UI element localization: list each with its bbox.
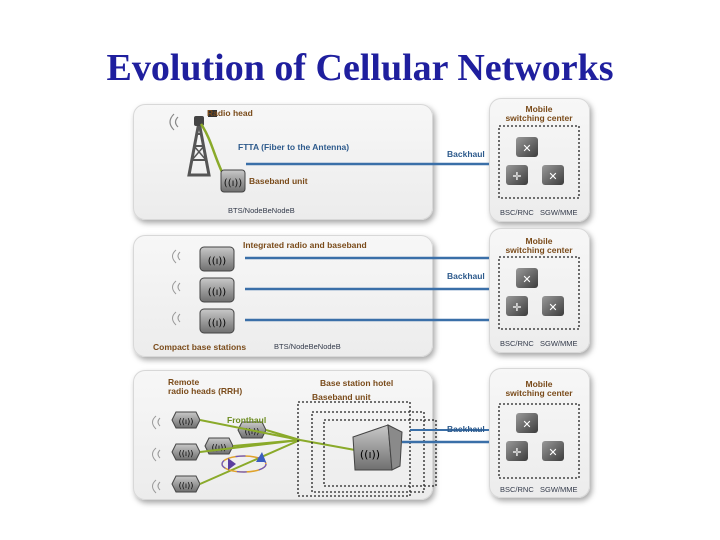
rrh-icon: ((ı)) <box>171 443 201 461</box>
sgw-label: SGW/MME <box>540 208 578 217</box>
svg-text:✕: ✕ <box>522 418 531 431</box>
backhaul-label: Backhaul <box>447 271 485 281</box>
bsc-label: BSC/RNC <box>500 339 534 348</box>
msc-label-line2: switching center <box>505 113 573 124</box>
svg-text:✛: ✛ <box>512 446 521 459</box>
row1-switch-icons: ✕ ✛ ✕ <box>506 137 564 185</box>
compact-label: Compact base stations <box>153 342 247 352</box>
msc-label: Mobile switching center <box>499 104 579 124</box>
rrh-label: Remote radio heads (RRH) <box>168 377 243 397</box>
svg-text:✕: ✕ <box>548 170 557 183</box>
hotel-boundary <box>297 401 411 497</box>
baseband-hotel-icon: ((ı)) <box>352 424 403 471</box>
slide-title: Evolution of Cellular Networks <box>106 47 614 89</box>
fronthaul-links <box>199 419 356 485</box>
msc-label-line1: Mobile <box>525 236 553 246</box>
msc-label-line1: Mobile <box>525 104 553 114</box>
msc-label: Mobile switching center <box>499 236 579 256</box>
svg-text:((ı)): ((ı)) <box>179 481 194 490</box>
svg-text:((ı)): ((ı)) <box>224 178 242 189</box>
rrh-label-line2: radio heads (RRH) <box>168 386 243 397</box>
rrh-icon: ((ı)) <box>171 411 201 429</box>
row2-panel <box>133 235 433 357</box>
svg-text:((ı)): ((ı)) <box>208 256 226 267</box>
compact-base-station-icon: ((ı)) <box>199 308 235 334</box>
svg-text:✕: ✕ <box>548 301 557 314</box>
bts-label: BTS/NodeBeNodeB <box>228 206 295 215</box>
row1-panel <box>133 104 433 220</box>
svg-text:✕: ✕ <box>522 142 531 155</box>
svg-text:((ı)): ((ı)) <box>245 427 260 436</box>
compact-base-stations: ((ı)) ((ı)) ((ı)) <box>172 246 235 334</box>
svg-text:((ı)): ((ı)) <box>208 318 226 329</box>
svg-text:((ı)): ((ı)) <box>179 449 194 458</box>
sgw-label: SGW/MME <box>540 339 578 348</box>
row3-switch-icons: ✕ ✛ ✕ <box>506 413 564 461</box>
bsc-label: BSC/RNC <box>500 485 534 494</box>
baseband-unit-label: Baseband unit <box>312 392 371 402</box>
svg-text:((ı)): ((ı)) <box>179 417 194 426</box>
svg-text:✛: ✛ <box>512 301 521 314</box>
svg-text:✛: ✛ <box>512 170 521 183</box>
sgw-label: SGW/MME <box>540 485 578 494</box>
bts-label: BTS/NodeBeNodeB <box>274 342 341 351</box>
svg-text:✕: ✕ <box>522 273 531 286</box>
svg-text:((ı)): ((ı)) <box>212 443 227 452</box>
compact-base-station-icon: ((ı)) <box>199 277 235 303</box>
rrh-icon: ((ı)) <box>171 475 201 493</box>
row3-msc-panel <box>489 368 590 498</box>
hotel-boundary <box>323 419 437 487</box>
row1-msc-panel <box>489 98 590 222</box>
msc-label-line2: switching center <box>505 388 573 399</box>
row3-core-boundary <box>498 403 580 479</box>
row2-core-boundary <box>498 256 580 330</box>
svg-text:✕: ✕ <box>548 446 557 459</box>
row2-msc-panel <box>489 228 590 353</box>
svg-text:((ı)): ((ı)) <box>360 448 380 461</box>
baseband-unit-icon: ((ı)) <box>220 169 246 193</box>
fronthaul-label: Fronthaul <box>227 415 267 425</box>
baseband-unit-label: Baseband unit <box>249 176 308 186</box>
backhaul-label: Backhaul <box>447 424 485 434</box>
ftta-label: FTTA (Fiber to the Antenna) <box>238 142 350 152</box>
svg-text:((ı)): ((ı)) <box>208 287 226 298</box>
bsc-label: BSC/RNC <box>500 208 534 217</box>
msc-label-line2: switching center <box>505 245 573 256</box>
integrated-label: Integrated radio and baseband <box>243 240 367 250</box>
rrh-label-line1: Remote <box>168 377 200 387</box>
msc-label: Mobile switching center <box>499 379 579 399</box>
hotel-boundary <box>311 411 425 493</box>
row2-switch-icons: ✕ ✛ ✕ <box>506 268 564 316</box>
radio-head-icon <box>208 110 217 117</box>
msc-label-line1: Mobile <box>525 379 553 389</box>
radio-tower-icon <box>169 113 211 177</box>
hotel-label: Base station hotel <box>320 378 394 388</box>
fronthaul-ring <box>221 452 267 473</box>
radio-head-label: Radio head <box>207 108 253 118</box>
row1-core-boundary <box>498 125 580 199</box>
backhaul-label: Backhaul <box>447 149 485 159</box>
compact-base-station-icon: ((ı)) <box>199 246 235 272</box>
